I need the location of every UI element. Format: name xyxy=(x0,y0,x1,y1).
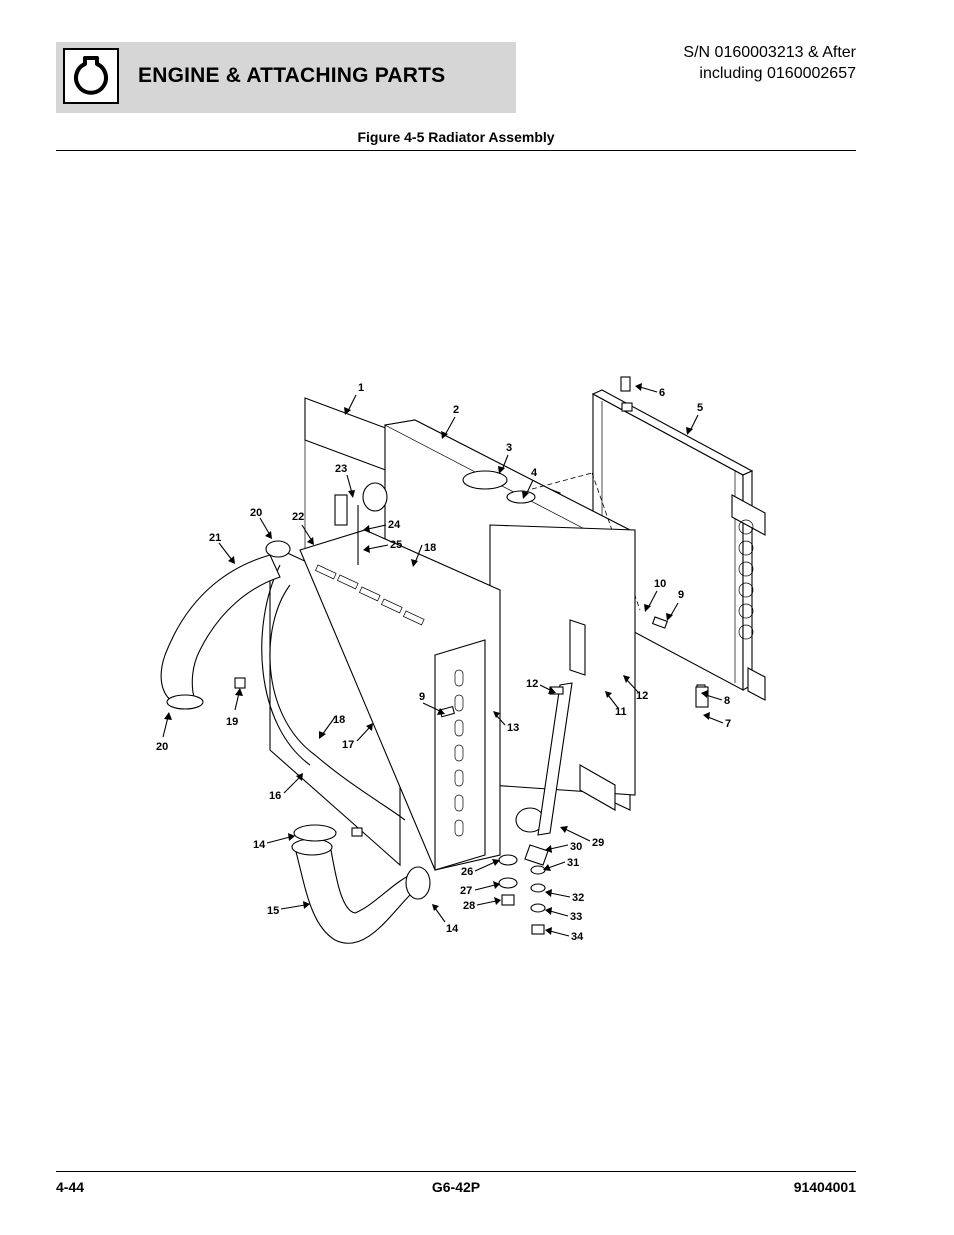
callout-10: 10 xyxy=(654,578,666,590)
callout-5: 5 xyxy=(697,402,703,414)
callout-15: 15 xyxy=(267,905,279,917)
serial-number-range: S/N 0160003213 & After including 0160002… xyxy=(683,42,856,84)
callout-11: 11 xyxy=(615,706,627,718)
callout-28: 28 xyxy=(463,900,475,912)
callout-33: 33 xyxy=(570,911,582,923)
callout-14-left: 14 xyxy=(253,839,266,851)
lower-outlet-and-strap xyxy=(362,482,573,836)
figure-title: Figure 4-5 Radiator Assembly xyxy=(357,129,555,145)
callout-19: 19 xyxy=(226,716,238,728)
serial-line-1: S/N 0160003213 & After xyxy=(683,44,856,61)
callout-26: 26 xyxy=(461,866,473,878)
callout-7: 7 xyxy=(725,718,731,730)
mounting-hardware xyxy=(234,616,709,935)
radiator-frame xyxy=(489,524,636,811)
engine-outline-icon xyxy=(63,48,119,104)
callout-25: 25 xyxy=(390,539,402,551)
callout-6: 6 xyxy=(659,387,665,399)
header-divider xyxy=(56,150,856,151)
callout-29: 29 xyxy=(592,837,604,849)
callout-14-right: 14 xyxy=(446,923,459,935)
callout-24: 24 xyxy=(388,519,401,531)
callout-17: 17 xyxy=(342,739,354,751)
callout-23: 23 xyxy=(335,463,347,475)
callout-21: 21 xyxy=(209,532,221,544)
model-number: G6-42P xyxy=(431,1179,481,1195)
callout-labels: 1 2 3 4 5 6 7 8 9 9 10 11 12 12 13 14 14… xyxy=(156,382,731,943)
page-number: 4-44 xyxy=(56,1179,85,1195)
section-header-box: ENGINE & ATTACHING PARTS xyxy=(56,42,516,113)
callout-16: 16 xyxy=(269,790,281,802)
callout-13: 13 xyxy=(507,722,519,734)
callout-34: 34 xyxy=(571,931,584,943)
callout-12-left: 12 xyxy=(526,678,538,690)
upper-radiator-hose xyxy=(160,540,291,710)
section-title: ENGINE & ATTACHING PARTS xyxy=(138,64,446,87)
callout-3: 3 xyxy=(506,442,512,454)
callout-12-right: 12 xyxy=(636,690,648,702)
callout-9-right: 9 xyxy=(678,589,684,601)
callout-18-top: 18 xyxy=(424,542,436,554)
callout-31: 31 xyxy=(567,857,579,869)
callout-8: 8 xyxy=(724,695,730,707)
callout-30: 30 xyxy=(570,841,582,853)
callout-2: 2 xyxy=(453,404,459,416)
serial-line-2: including 0160002657 xyxy=(699,65,856,82)
callout-22: 22 xyxy=(292,511,304,523)
callout-4: 4 xyxy=(531,467,538,479)
document-number: 91404001 xyxy=(793,1179,856,1195)
lower-radiator-hose xyxy=(291,824,431,944)
louvered-panel xyxy=(299,494,501,871)
leader-arrows xyxy=(162,383,724,937)
callout-20-bottom: 20 xyxy=(156,741,168,753)
footer-divider xyxy=(56,1171,856,1172)
callout-1: 1 xyxy=(358,382,364,394)
callout-20-top: 20 xyxy=(250,507,262,519)
radiator-assembly-diagram: 1 2 3 4 5 6 7 8 9 9 10 11 12 12 13 14 14… xyxy=(156,376,766,944)
callout-9-left: 9 xyxy=(419,691,425,703)
callout-18-lower: 18 xyxy=(333,714,345,726)
callout-32: 32 xyxy=(572,892,584,904)
callout-27: 27 xyxy=(460,885,472,897)
